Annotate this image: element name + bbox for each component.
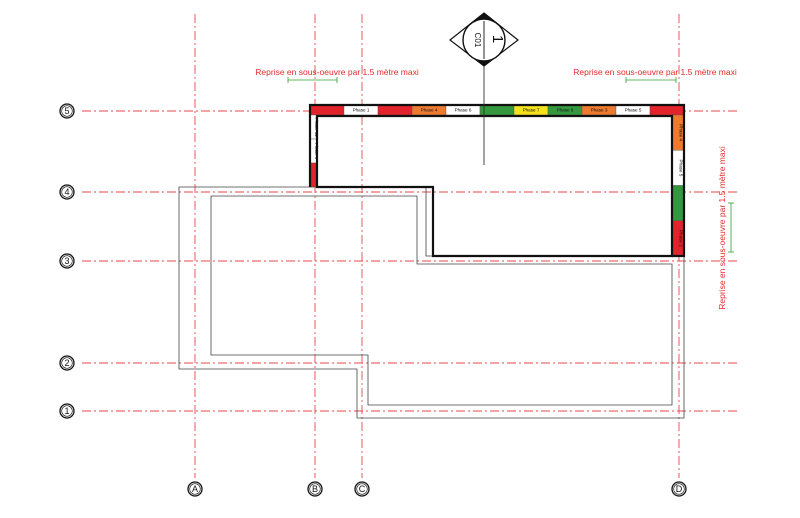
band-right-label: Phase 4 <box>679 124 684 141</box>
band-top-label: Phase 8 <box>557 108 574 113</box>
grid-label-col-b: B <box>312 484 318 494</box>
grid-label-col-a: A <box>192 484 198 494</box>
band-right-label: Phase 2 <box>679 230 684 247</box>
grid-label-col-c: C <box>359 484 366 494</box>
grid-label-row-5: 5 <box>64 106 69 116</box>
section-marker: 1 C01 <box>449 12 519 67</box>
note-right-vertical: Reprise en sous-oeuvre par 1.5 mètre max… <box>717 146 727 310</box>
grid-label-row-2: 2 <box>64 358 69 368</box>
grid-label-row-1: 1 <box>64 406 69 416</box>
band-top-label: Phase 3 <box>591 108 608 113</box>
section-number: 1 <box>489 35 506 43</box>
building-outline-inner <box>210 195 673 406</box>
band-top-segment <box>479 104 515 116</box>
band-top-segment <box>377 104 413 116</box>
grid-bubble-row-2: 2 <box>59 355 75 371</box>
band-right-segment <box>671 185 685 221</box>
band-top-label: Phase 4 <box>421 108 438 113</box>
grid-bubble-row-5: 5 <box>59 103 75 119</box>
note-top-left: Reprise en sous-oeuvre par 1.5 mètre max… <box>255 67 419 77</box>
phase-band-right: Phase 4 Phase 5 Phase 2 <box>671 114 685 257</box>
band-top-label: Phase 6 <box>455 108 472 113</box>
band-top-label: Phase 5 <box>625 108 642 113</box>
note-top-right: Reprise en sous-oeuvre par 1.5 mètre max… <box>573 67 737 77</box>
grid-bubble-col-a: A <box>187 481 203 497</box>
building-outline-outer <box>178 186 685 419</box>
band-top-label: Phase 1 <box>353 108 370 113</box>
section-sheet: C01 <box>473 33 482 48</box>
band-right-label: Phase 5 <box>679 159 684 176</box>
band-top-label: Phase 7 <box>523 108 540 113</box>
grid-label-row-4: 4 <box>64 187 69 197</box>
grid-bubble-row-3: 3 <box>59 253 75 269</box>
underpinning-zone-outline <box>315 114 674 258</box>
band-top-segment <box>309 104 345 116</box>
band-top-segment <box>649 104 685 116</box>
grid-bubble-col-d: D <box>671 481 687 497</box>
grid-bubble-col-c: C <box>354 481 370 497</box>
grid-bubble-row-1: 1 <box>59 403 75 419</box>
underpinning-zone-edge <box>308 103 686 258</box>
phase-band-top: Phase 1 Phase 4 Phase 6 Phase 7 Phase 8 Phase… <box>309 104 685 116</box>
grid-bubble-row-4: 4 <box>59 184 75 200</box>
grid-bubble-col-b: B <box>307 481 323 497</box>
grid-label-row-3: 3 <box>64 256 69 266</box>
grid-label-col-d: D <box>676 484 683 494</box>
